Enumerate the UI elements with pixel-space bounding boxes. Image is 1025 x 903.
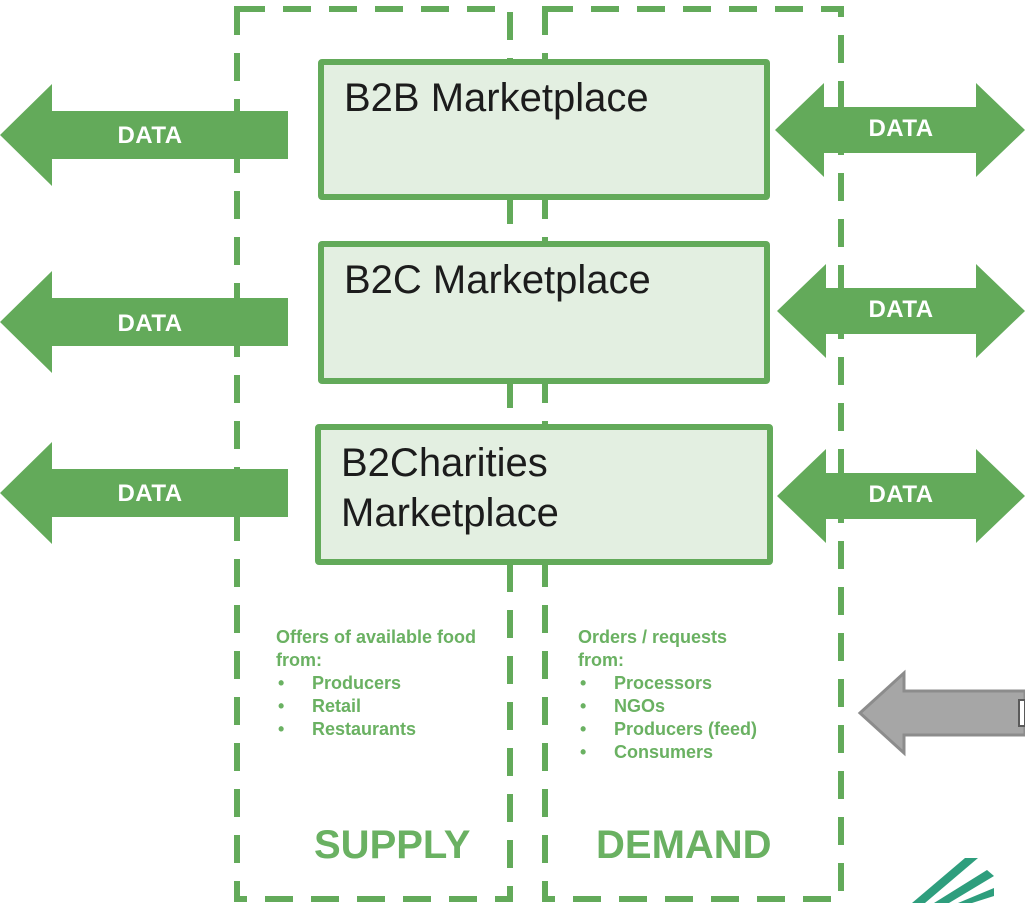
right-data-arrow-2 xyxy=(777,264,1025,358)
corner-logo-mark xyxy=(912,858,994,903)
demand-lead-text: Orders / requests from: xyxy=(578,627,728,670)
left-data-arrow-3 xyxy=(0,442,288,544)
left-data-label-3: DATA xyxy=(117,480,183,507)
right-data-label-1: DATA xyxy=(868,115,934,142)
supply-list: Producers Retail Restaurants xyxy=(276,672,486,741)
demand-label: DEMAND xyxy=(596,823,772,867)
left-data-arrow-1 xyxy=(0,84,288,186)
demand-item: Processors xyxy=(578,672,818,695)
b2c-marketplace-label: B2C Marketplace xyxy=(344,258,651,302)
right-data-label-3: DATA xyxy=(868,481,934,508)
right-data-label-2: DATA xyxy=(868,296,934,323)
b2charities-marketplace-box: B2Charities Marketplace xyxy=(315,424,773,565)
demand-item: Consumers xyxy=(578,741,818,764)
right-data-arrow-1 xyxy=(775,83,1025,177)
left-data-label-2: DATA xyxy=(117,310,183,337)
supply-description: Offers of available food from: Producers… xyxy=(276,626,486,741)
b2b-marketplace-label: B2B Marketplace xyxy=(344,76,649,120)
supply-lead-text: Offers of available food from: xyxy=(276,627,477,670)
supply-item: Retail xyxy=(276,695,486,718)
b2charities-marketplace-label: B2Charities Marketplace xyxy=(341,441,559,535)
demand-item: Producers (feed) xyxy=(578,718,818,741)
left-data-label-1: DATA xyxy=(117,122,183,149)
b2b-marketplace-box: B2B Marketplace xyxy=(318,59,770,200)
demand-list: Processors NGOs Producers (feed) Consume… xyxy=(578,672,818,764)
grey-arrow-inner-mark xyxy=(1018,699,1025,727)
demand-description: Orders / requests from: Processors NGOs … xyxy=(578,626,818,764)
supply-label: SUPPLY xyxy=(314,823,471,867)
left-data-arrow-2 xyxy=(0,271,288,373)
demand-dashed-box xyxy=(542,6,844,902)
right-data-arrow-3 xyxy=(777,449,1025,543)
grey-arrow xyxy=(857,669,1025,757)
supply-item: Restaurants xyxy=(276,718,486,741)
b2c-marketplace-box: B2C Marketplace xyxy=(318,241,770,384)
demand-item: NGOs xyxy=(578,695,818,718)
supply-item: Producers xyxy=(276,672,486,695)
